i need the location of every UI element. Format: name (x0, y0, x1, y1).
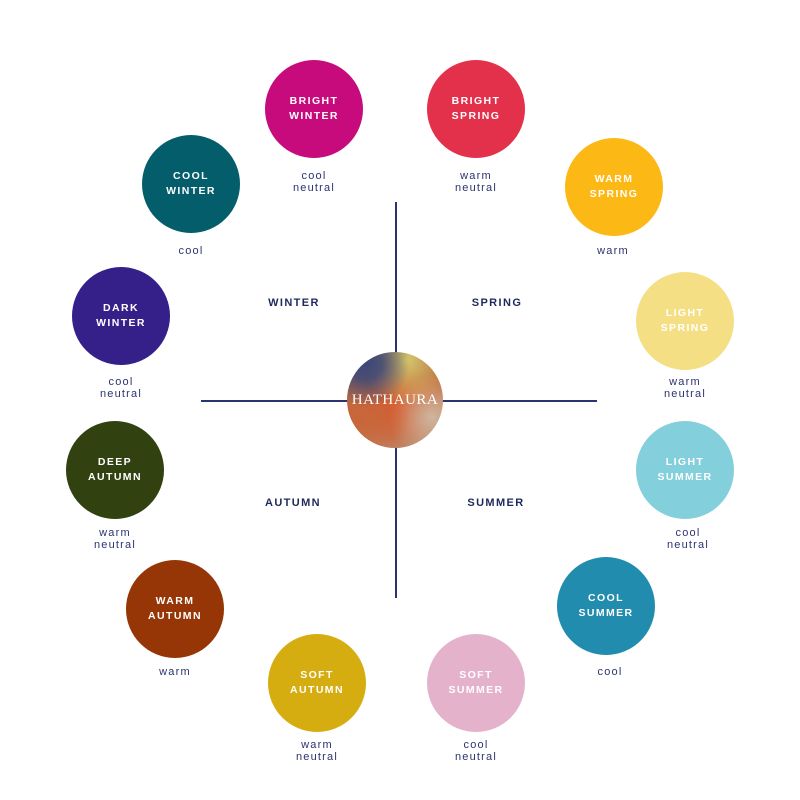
season-name-line2: SUMMER (578, 607, 634, 619)
season-name-line1: SOFT (459, 669, 493, 681)
note-line1: cool (301, 170, 327, 182)
season-name-line2: SUMMER (448, 684, 504, 696)
season-name-line2: AUTUMN (148, 610, 202, 622)
season-note-warm-spring: warm (553, 245, 673, 258)
season-circle-cool-winter: COOL WINTER (142, 135, 240, 233)
note-line1: warm (460, 170, 492, 182)
season-name-line2: SPRING (451, 110, 501, 122)
season-name-line1: WARM (155, 595, 195, 607)
note-line1: cool (597, 666, 623, 678)
note-line1: warm (99, 527, 131, 539)
season-circle-soft-autumn: SOFT AUTUMN (268, 634, 366, 732)
season-circle-bright-winter: BRIGHT WINTER (265, 60, 363, 158)
note-line2: neutral (292, 181, 336, 194)
season-name-line1: DARK (103, 302, 139, 314)
season-note-dark-winter: cool neutral (61, 376, 181, 400)
season-name-line2: SPRING (589, 188, 639, 200)
note-line1: cool (178, 245, 204, 257)
season-name-line2: AUTUMN (290, 684, 344, 696)
season-name-line2: WINTER (289, 110, 339, 122)
season-name-line1: BRIGHT (289, 95, 339, 107)
season-note-soft-summer: cool neutral (416, 739, 536, 763)
note-line1: cool (108, 376, 134, 388)
season-circle-soft-summer: SOFT SUMMER (427, 634, 525, 732)
note-line2: neutral (663, 387, 707, 400)
note-line1: warm (669, 376, 701, 388)
note-line2: neutral (99, 387, 143, 400)
season-note-deep-autumn: warm neutral (55, 527, 175, 551)
note-line1: warm (597, 245, 629, 257)
season-name-line1: LIGHT (665, 456, 705, 468)
season-note-cool-summer: cool (550, 666, 670, 679)
season-note-bright-winter: cool neutral (254, 170, 374, 194)
season-note-bright-spring: warm neutral (416, 170, 536, 194)
season-circle-bright-spring: BRIGHT SPRING (427, 60, 525, 158)
season-name-line2: WINTER (166, 185, 216, 197)
season-name-line2: SPRING (660, 322, 710, 334)
season-note-light-spring: warm neutral (625, 376, 745, 400)
note-line2: neutral (666, 538, 710, 551)
season-name-line1: DEEP (97, 456, 133, 468)
season-name-line1: WARM (594, 173, 634, 185)
season-name-line2: AUTUMN (88, 471, 142, 483)
season-name-line2: SUMMER (657, 471, 713, 483)
season-circle-light-spring: LIGHT SPRING (636, 272, 734, 370)
note-line2: neutral (295, 750, 339, 763)
season-name-line1: COOL (588, 592, 624, 604)
season-circle-cool-summer: COOL SUMMER (557, 557, 655, 655)
note-line1: warm (301, 739, 333, 751)
season-name-line1: COOL (173, 170, 209, 182)
season-note-soft-autumn: warm neutral (257, 739, 377, 763)
quadrant-label-summer: SUMMER (467, 497, 525, 509)
note-line2: neutral (93, 538, 137, 551)
season-name-line1: SOFT (300, 669, 334, 681)
note-line1: cool (675, 527, 701, 539)
brand-logo-circle: HATHAURA (347, 352, 443, 448)
season-name-line1: BRIGHT (451, 95, 501, 107)
season-circle-dark-winter: DARK WINTER (72, 267, 170, 365)
quadrant-label-winter: WINTER (268, 297, 320, 309)
season-name-line1: LIGHT (665, 307, 705, 319)
season-circle-warm-spring: WARM SPRING (565, 138, 663, 236)
season-circle-deep-autumn: DEEP AUTUMN (66, 421, 164, 519)
quadrant-label-autumn: AUTUMN (264, 497, 322, 509)
note-line2: neutral (454, 750, 498, 763)
note-line1: warm (159, 666, 191, 678)
note-line2: neutral (454, 181, 498, 194)
note-line1: cool (463, 739, 489, 751)
season-note-light-summer: cool neutral (628, 527, 748, 551)
season-note-warm-autumn: warm (115, 666, 235, 679)
brand-logo-text: HATHAURA (351, 391, 439, 408)
season-circle-warm-autumn: WARM AUTUMN (126, 560, 224, 658)
season-note-cool-winter: cool (131, 245, 251, 258)
season-name-line2: WINTER (96, 317, 146, 329)
season-circle-light-summer: LIGHT SUMMER (636, 421, 734, 519)
quadrant-label-spring: SPRING (471, 297, 523, 309)
